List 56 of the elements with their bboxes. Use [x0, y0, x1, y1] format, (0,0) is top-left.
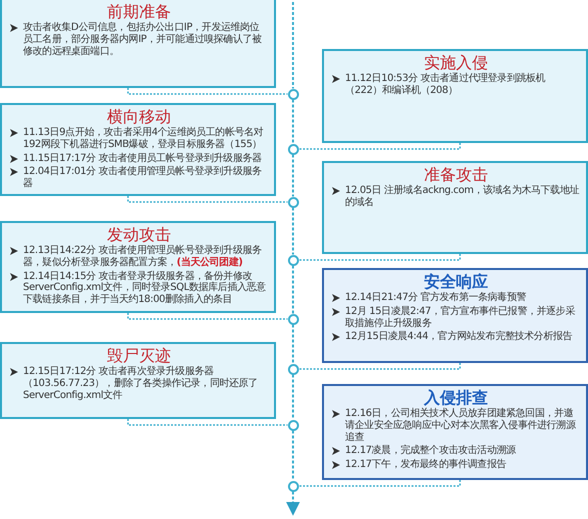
event-description: 12月15日凌晨4:44，官方网站发布完整技术分析报告 — [345, 331, 572, 344]
card-heading: 横向移动 — [107, 107, 171, 126]
connector-line — [127, 419, 288, 426]
event-description: 12月 15日凌晨2:47，官方宣布事件已报警，并逐步采取措施停止升级服务 — [345, 306, 576, 330]
timeline-line — [292, 266, 294, 314]
event-card — [0, 0, 276, 88]
timeline-line — [292, 324, 294, 364]
card-heading: 实施入侵 — [424, 53, 488, 72]
timeline-node-circle — [288, 254, 298, 266]
card-heading: 安全响应 — [424, 272, 488, 291]
card-heading: 发动攻击 — [107, 225, 171, 244]
timeline-node-circle — [288, 196, 298, 208]
event-card — [0, 221, 276, 313]
event-description: 12.04日17:01分 攻击者使用管理员帐号登录到升级服务器 — [23, 166, 263, 190]
event-description: 攻击者收集D公司信息，包括办公出口IP，开发运维岗位员工名册，部分服务器内网IP，并可能通过嗅探确认了被修改的远程桌面端口。 — [23, 22, 263, 58]
timeline-node-circle — [288, 88, 298, 100]
card-heading: 毁尸灭迹 — [107, 346, 171, 365]
card-heading: 前期准备 — [107, 2, 171, 21]
connector-line — [298, 363, 461, 370]
event-description: 12.14日21:47分 官方发布第一条病毒预警 — [345, 292, 526, 304]
connector-line — [127, 196, 288, 203]
event-description: 11.13日9点开始，攻击者采用4个运维岗员工的帐号名对192网段下机器进行SMB爆破，登录目标服务器（155） — [23, 127, 264, 151]
timeline-node-circle — [288, 420, 298, 430]
event-description: 12.17下午，发布最终的事件调查报告 — [345, 459, 506, 471]
event-description: 12.16日，公司相关技术人员放弃团建紧急回国，并邀请企业安全应急响应中心对本次黑客入侵事件进行溯源追查 — [345, 408, 577, 444]
timeline-line — [292, 374, 294, 420]
event-card — [0, 342, 276, 419]
event-card — [322, 268, 588, 363]
event-card — [322, 49, 588, 143]
connector-line — [127, 313, 288, 320]
connector-line — [298, 480, 461, 487]
event-description: 12.15日17:12分 攻击者再次登录升级服务器（103.56.77.23），删除了各类操作记录，同时还原了ServerConfig.xml文件 — [23, 366, 259, 402]
event-description: 12.13日14:22分 攻击者使用管理员帐号登录到升级服务器，疑似分析登录服务器配置方案，(当天公司团建) — [23, 245, 263, 269]
timeline-node-circle — [288, 364, 298, 374]
timeline-node-circle — [288, 314, 298, 324]
card-heading: 准备攻击 — [424, 165, 488, 184]
timeline-line — [286, 492, 300, 516]
connector-line — [298, 143, 461, 150]
card-heading: 入侵排查 — [424, 388, 488, 407]
connector-line — [298, 254, 461, 261]
timeline-node-circle — [288, 144, 298, 154]
event-card — [322, 384, 588, 480]
timeline-line — [292, 2, 294, 88]
event-description: 12.05日 注册域名ackng.com，该域名为木马下载地址的域名 — [345, 185, 580, 209]
connector-line — [127, 88, 288, 95]
event-card — [322, 161, 588, 254]
event-description: 12.17凌晨，完成整个攻击攻击活动溯源 — [345, 445, 516, 458]
timeline-line — [292, 154, 294, 196]
event-description: 11.15日17:17分 攻击者使用员工帐号登录到升级服务器 — [23, 152, 262, 164]
timeline-line — [292, 208, 294, 254]
timeline-line — [292, 100, 294, 144]
event-description: 12.14日14:15分 攻击者登录升级服务器，备份并修改ServerConfig.xml文件，同时登录SQL数据库后插入恶意下载链接条目，并于当天约18:00删除插入的条目 — [23, 270, 267, 306]
timeline-node-circle — [288, 480, 298, 492]
event-card — [0, 103, 276, 196]
timeline-line — [292, 430, 294, 480]
event-description: 11.12日10:53分 攻击者通过代理登录到跳板机（222）和编译机（208） — [345, 73, 546, 97]
